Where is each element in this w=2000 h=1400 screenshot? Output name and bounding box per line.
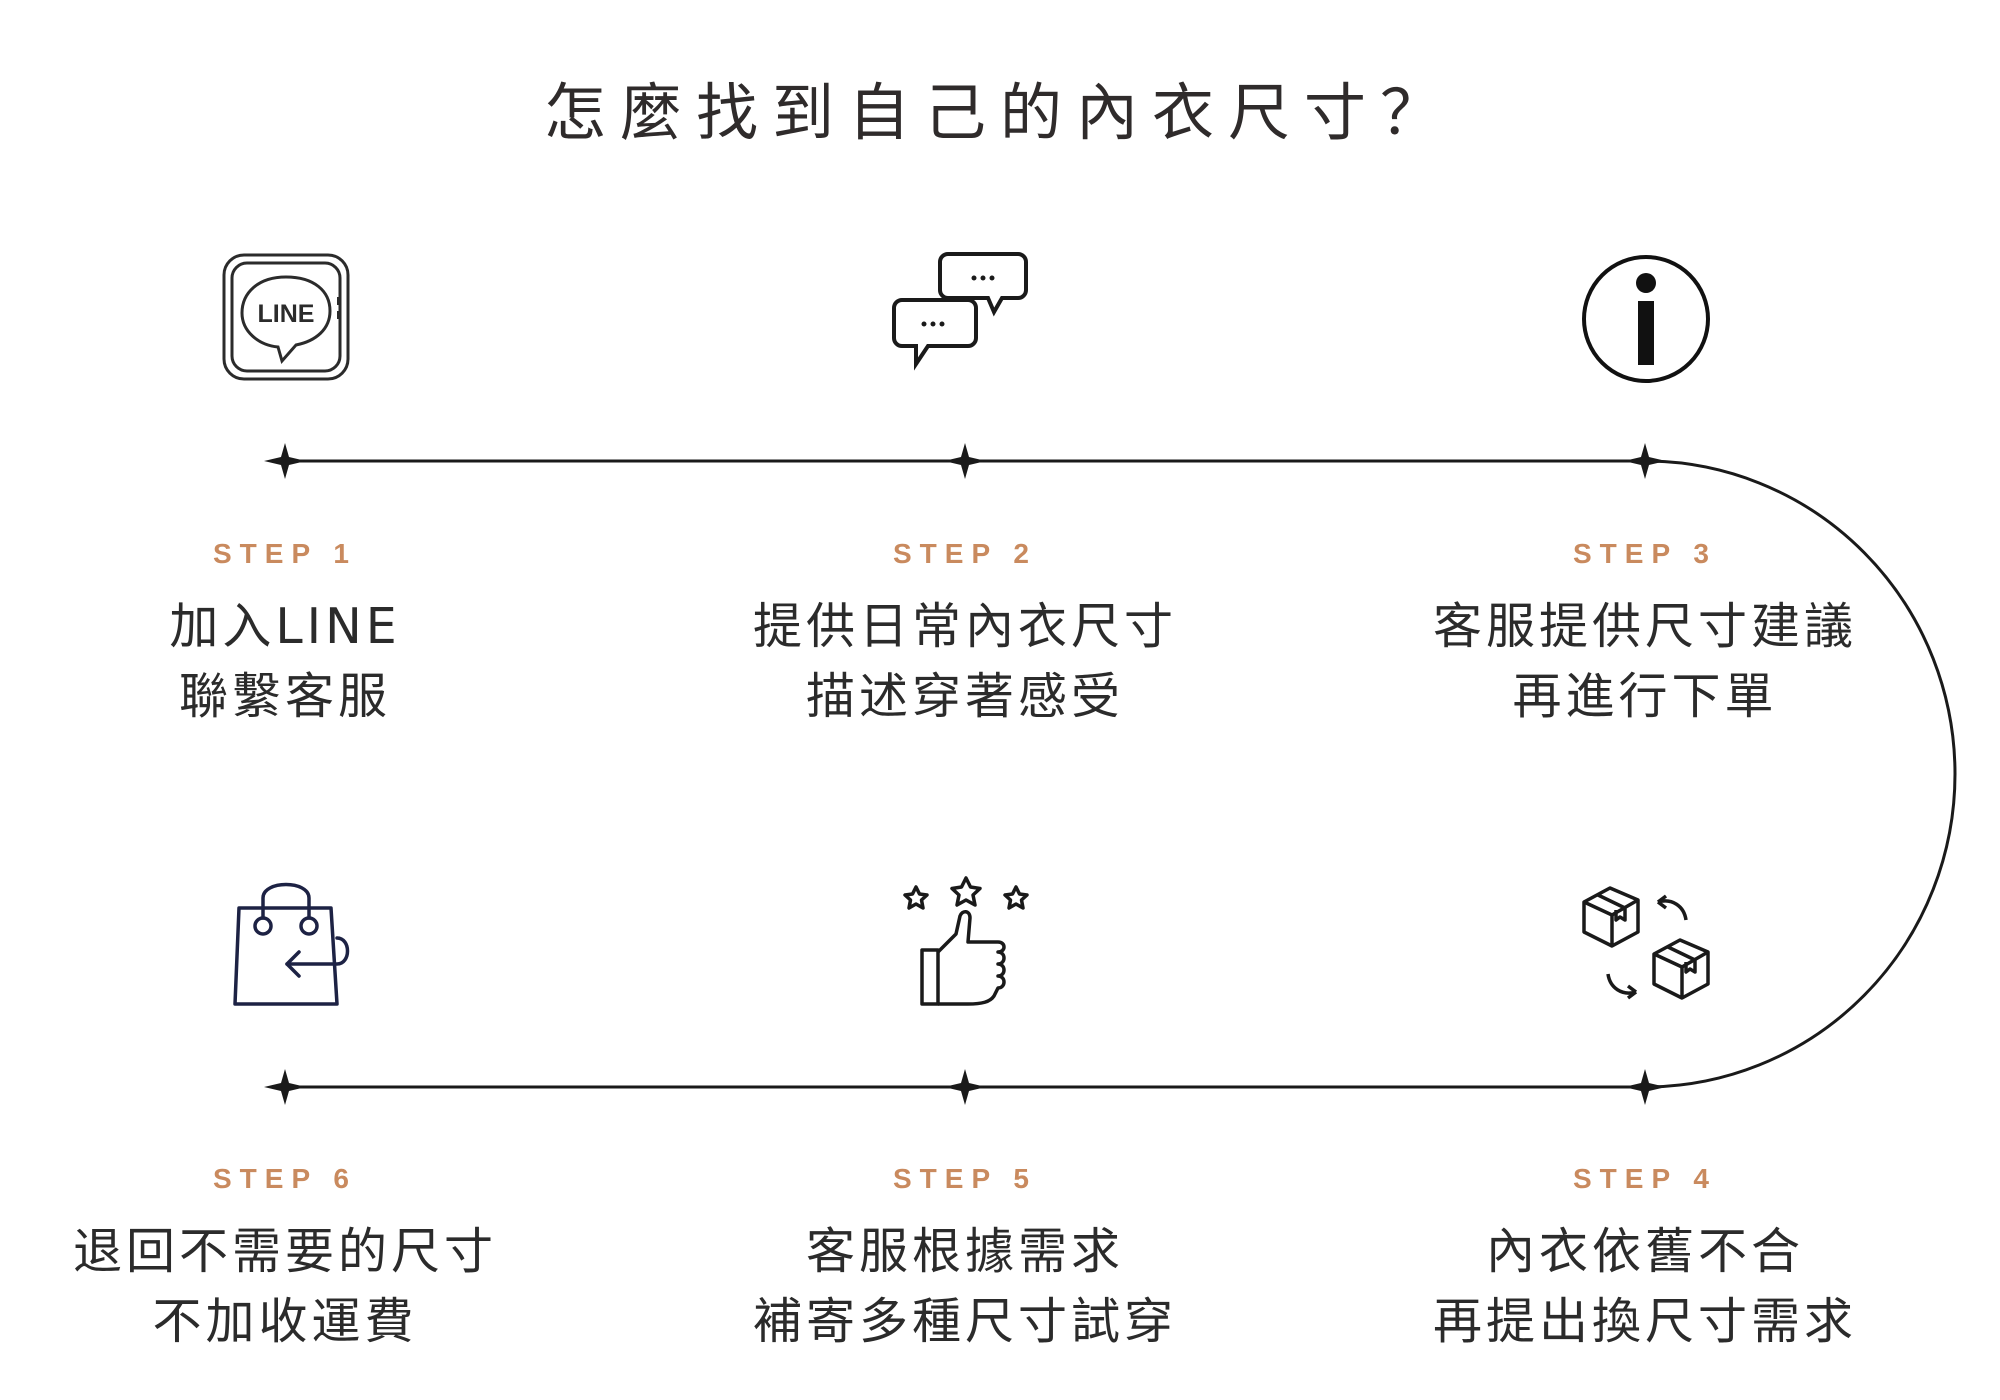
node-star-5 bbox=[944, 1069, 986, 1105]
page-title: 怎麼找到自己的內衣尺寸？ bbox=[543, 76, 1456, 149]
step-label: STEP 6 bbox=[213, 1163, 357, 1194]
node-star-4 bbox=[1624, 1069, 1666, 1105]
step-text-line: 再提出換尺寸需求 bbox=[1432, 1293, 1857, 1350]
step-text-line: 加入LINE bbox=[169, 598, 401, 655]
step-text-line: 再進行下單 bbox=[1512, 668, 1778, 725]
step-text-line: 退回不需要的尺寸 bbox=[72, 1223, 497, 1280]
exchange-boxes-icon bbox=[1582, 886, 1710, 1000]
step-5: STEP 5 客服根據需求 補寄多種尺寸試穿 bbox=[705, 1163, 1225, 1357]
step-text-line: 不加收運費 bbox=[152, 1293, 418, 1350]
step-3: STEP 3 客服提供尺寸建議 再進行下單 bbox=[1385, 538, 1905, 732]
step-4: STEP 4 內衣依舊不合 再提出換尺寸需求 bbox=[1385, 1163, 1905, 1357]
step-label: STEP 4 bbox=[1573, 1163, 1717, 1194]
step-text-line: 描述穿著感受 bbox=[805, 668, 1124, 725]
step-text-line: 提供日常內衣尺寸 bbox=[752, 598, 1177, 655]
step-text-line: 聯繫客服 bbox=[178, 668, 391, 725]
step-text-line: 內衣依舊不合 bbox=[1485, 1223, 1804, 1280]
step-label: STEP 2 bbox=[893, 538, 1037, 569]
step-2: STEP 2 提供日常內衣尺寸 描述穿著感受 bbox=[705, 538, 1225, 732]
node-star-6 bbox=[264, 1069, 306, 1105]
step-label: STEP 3 bbox=[1573, 538, 1717, 569]
line-app-icon: LINE bbox=[222, 253, 350, 381]
step-label: STEP 5 bbox=[893, 1163, 1037, 1194]
step-1: STEP 1 加入LINE 聯繫客服 bbox=[25, 538, 545, 732]
step-text-line: 客服提供尺寸建議 bbox=[1432, 598, 1857, 655]
step-6: STEP 6 退回不需要的尺寸 不加收運費 bbox=[25, 1163, 545, 1357]
step-text-line: 客服根據需求 bbox=[805, 1223, 1124, 1280]
step-label: STEP 1 bbox=[213, 538, 357, 569]
step-text-line: 補寄多種尺寸試穿 bbox=[752, 1293, 1177, 1350]
timeline-path bbox=[285, 459, 1957, 1089]
line-icon-label: LINE bbox=[258, 300, 315, 328]
node-star-2 bbox=[944, 443, 986, 479]
node-star-1 bbox=[264, 443, 306, 479]
node-star-3 bbox=[1624, 443, 1666, 479]
thumbs-up-stars-icon bbox=[903, 876, 1029, 1006]
return-bag-icon bbox=[233, 882, 350, 1006]
info-icon bbox=[1582, 255, 1710, 383]
chat-bubbles-icon bbox=[892, 252, 1028, 371]
